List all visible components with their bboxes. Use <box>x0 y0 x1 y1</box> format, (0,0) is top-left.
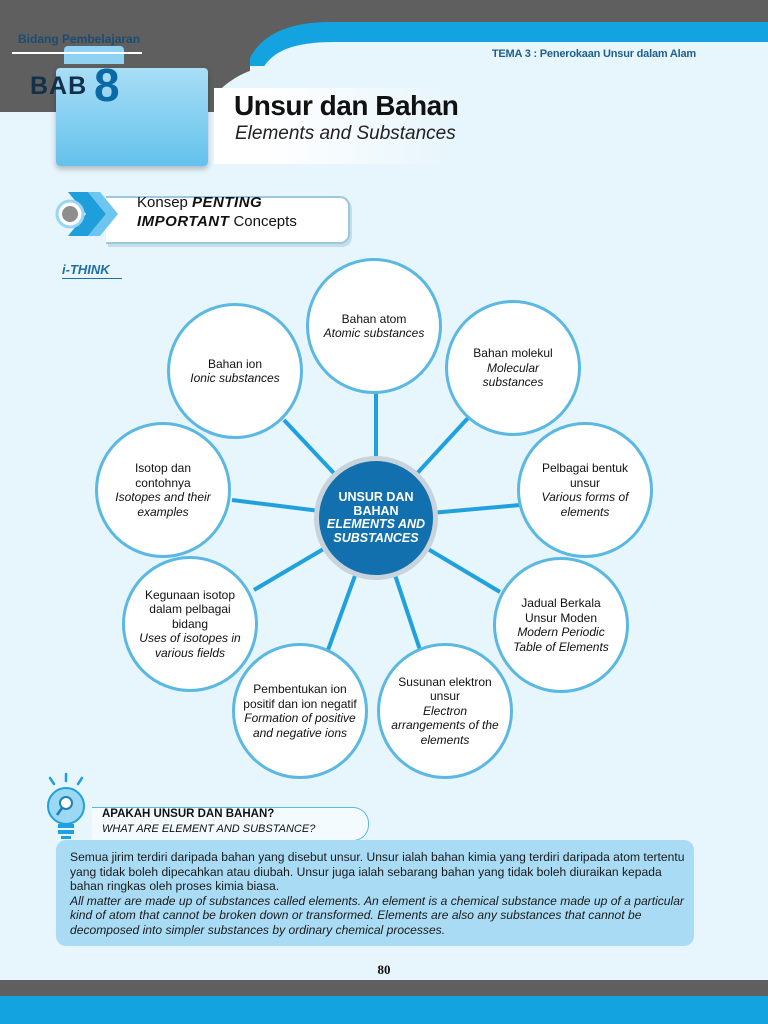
bubble-isotopes-examples: Isotop dan contohnya Isotopes and their … <box>95 422 231 558</box>
important-word-ms: PENTING <box>192 194 263 211</box>
bubble-atomic-substances: Bahan atom Atomic substances <box>306 258 442 394</box>
definition-box <box>56 840 694 946</box>
question-heading-en: WHAT ARE ELEMENT AND SUBSTANCE? <box>102 823 316 835</box>
question-heading-ms: APAKAH UNSUR DAN BAHAN? <box>102 808 275 820</box>
folder-body <box>56 68 208 166</box>
center-bubble: UNSUR DAN BAHAN ELEMENTS AND SUBSTANCES <box>314 456 438 580</box>
concepts-word: Konsep <box>137 194 193 211</box>
learning-area-label: Bidang Pembelajaran <box>18 32 141 46</box>
chapter-folder-badge <box>56 46 208 166</box>
bubble-label-ms: Bahan ion <box>207 356 263 371</box>
bubble-ion-formation: Pembentukan ion positif dan ion negatif … <box>232 643 368 779</box>
bubble-periodic-table: Jadual Berkala Unsur Moden Modern Period… <box>493 557 629 693</box>
bubble-label-ms: Bahan molekul <box>473 346 553 361</box>
bubble-label-en: Uses of isotopes in various fields <box>139 631 241 660</box>
divider <box>12 52 142 54</box>
lightbulb-icon <box>47 772 85 839</box>
center-label-en: ELEMENTS AND SUBSTANCES <box>326 517 426 545</box>
concepts-word-en: Concepts <box>229 213 297 230</box>
footer-band-blue <box>0 996 768 1024</box>
page-title: Unsur dan Bahan <box>234 90 459 121</box>
bubble-label-en: Formation of positive and negative ions <box>244 711 356 740</box>
bubble-label-ms: Isotop dan contohnya <box>134 461 192 490</box>
concepts-heading-line1: Konsep PENTING <box>137 194 262 211</box>
bubble-label-en: Isotopes and their examples <box>115 490 211 519</box>
title-highlight <box>214 88 454 164</box>
bubble-label-en: Ionic substances <box>190 371 280 385</box>
folder-tab <box>64 46 124 64</box>
chapter-word: BAB <box>30 72 88 100</box>
bubble-isotope-uses: Kegunaan isotop dalam pelbagai bidang Us… <box>122 556 258 692</box>
bubble-label-en: Electron arrangements of the elements <box>391 703 499 747</box>
theme-label: TEMA 3 : Penerokaan Unsur dalam Alam <box>491 48 696 60</box>
bubble-label-ms: Susunan elektron unsur <box>398 674 492 704</box>
bubble-label-ms: Bahan atom <box>341 311 407 326</box>
ithink-label: i-THINK <box>62 262 110 277</box>
page-subtitle: Elements and Substances <box>235 123 456 144</box>
important-word-en: IMPORTANT <box>137 213 230 230</box>
bubble-label-en: Modern Periodic Table of Elements <box>513 625 609 654</box>
bubble-ionic-substances: Bahan ion Ionic substances <box>167 303 303 439</box>
definition-text-ms: Semua jirim terdiri daripada bahan yang … <box>70 850 685 894</box>
definition-text: Semua jirim terdiri daripada bahan yang … <box>70 850 685 938</box>
bubble-label-ms: Pelbagai bentuk unsur <box>541 461 629 490</box>
page-number: 80 <box>377 962 391 977</box>
bubble-label-ms: Kegunaan isotop dalam pelbagai bidang <box>144 587 236 631</box>
chapter-number: 8 <box>94 59 120 111</box>
bubble-electron-arrangements: Susunan elektron unsur Electron arrangem… <box>377 643 513 779</box>
bubble-label-en: Molecular substances <box>482 360 544 390</box>
center-label-ms: UNSUR DAN BAHAN <box>338 490 414 518</box>
footer-band-grey <box>0 980 768 996</box>
definition-text-en: All matter are made up of substances cal… <box>70 893 684 937</box>
double-chevron-icon <box>55 192 118 236</box>
bubble-label-ms: Jadual Berkala Unsur Moden <box>521 596 601 625</box>
bubble-label-en: Various forms of elements <box>541 490 629 519</box>
important-concepts-banner <box>106 196 350 244</box>
bubble-forms-of-elements: Pelbagai bentuk unsur Various forms of e… <box>517 422 653 558</box>
bubble-label-ms: Pembentukan ion positif dan ion negatif <box>243 682 357 711</box>
concepts-heading-line2: IMPORTANT Concepts <box>137 213 297 230</box>
bubble-label-en: Atomic substances <box>323 326 425 340</box>
ithink-underline <box>62 278 122 279</box>
bubble-molecular-substances: Bahan molekul Molecular substances <box>445 300 581 436</box>
